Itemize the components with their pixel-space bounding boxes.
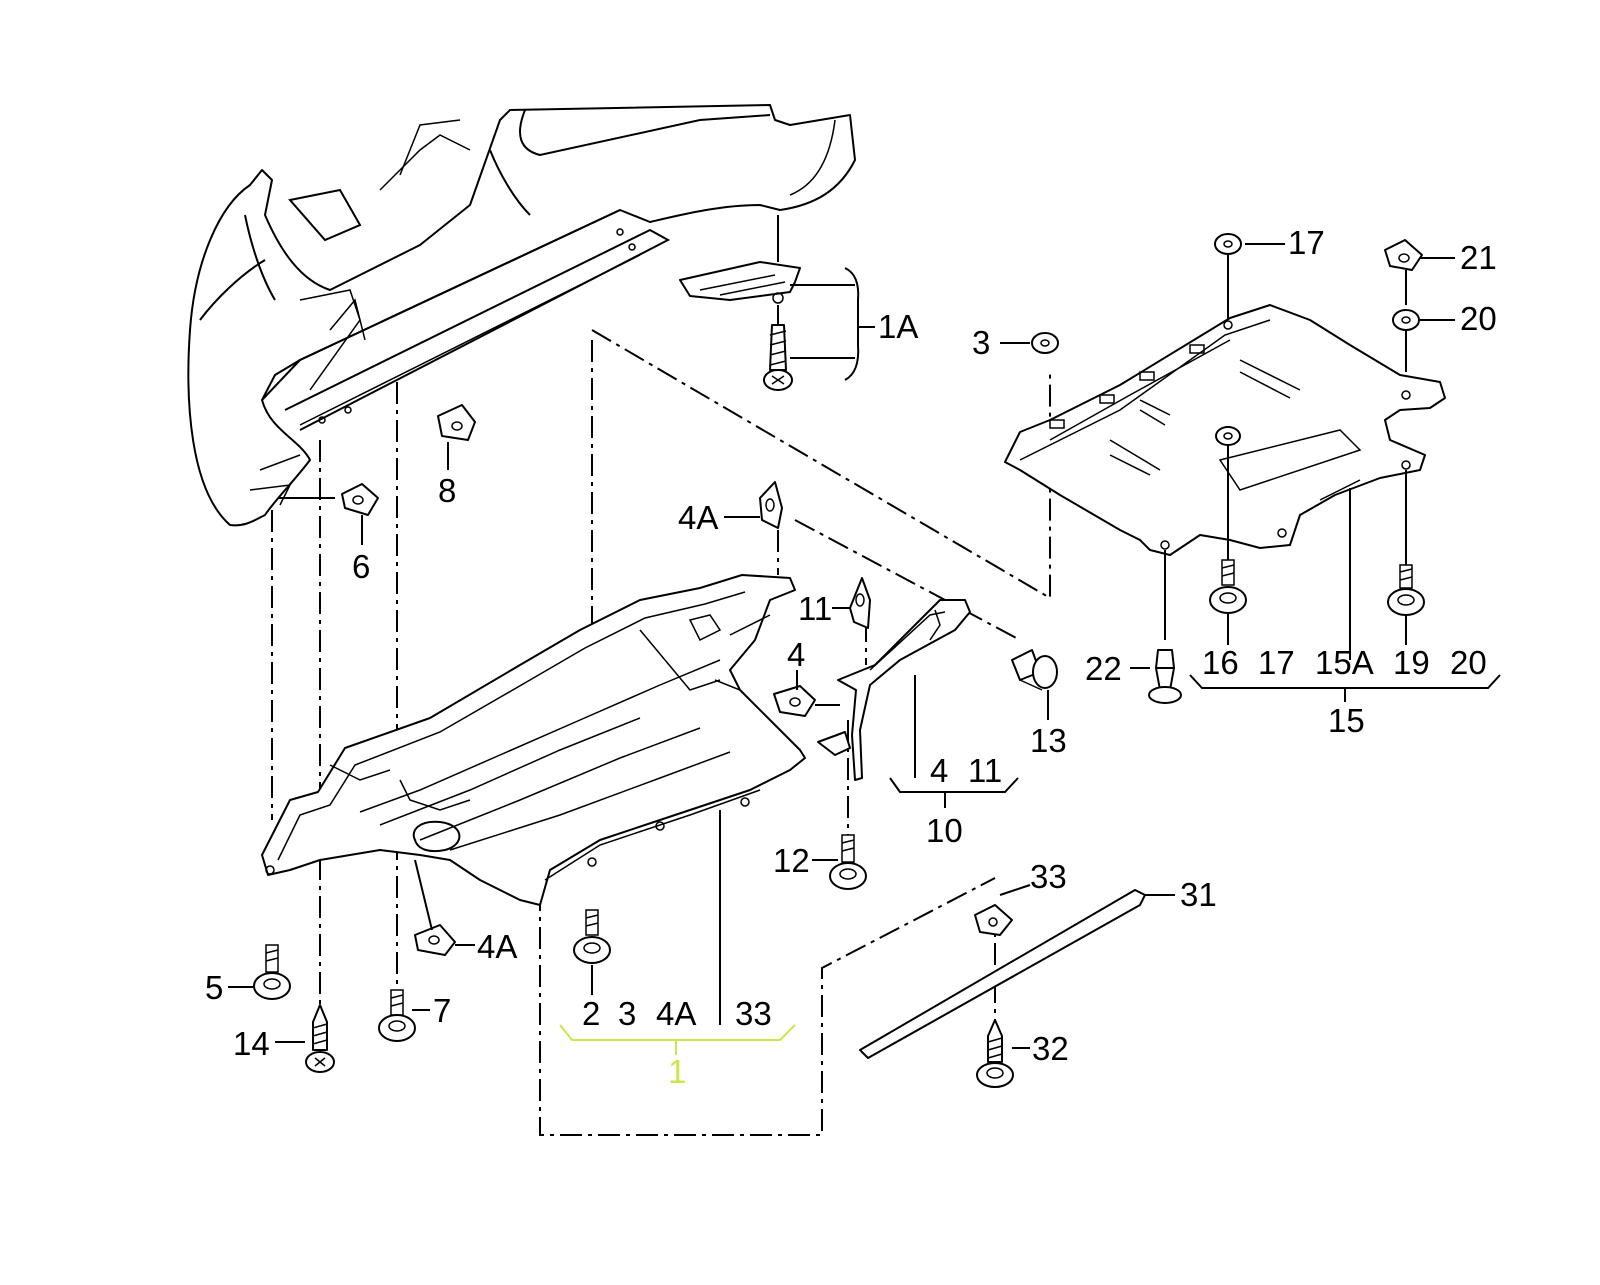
group-15-item: 20 (1450, 644, 1487, 681)
clip-13 (1011, 649, 1058, 691)
group-1-item: 3 (618, 995, 636, 1032)
callout-8: 8 (438, 472, 456, 509)
clip-nut-33 (974, 904, 1013, 936)
bolt-12 (829, 834, 867, 890)
callout-1a: 1A (878, 308, 918, 345)
bracket-1a-leader (790, 267, 875, 381)
group-15-label: 15 (1328, 702, 1365, 739)
part-1a-screw (763, 324, 793, 391)
group-1-label: 1 (668, 1053, 686, 1090)
screw-14 (305, 1004, 335, 1073)
group-1-item: 2 (582, 995, 600, 1032)
front-bumper-drawing (187, 104, 856, 527)
callout-4a-top: 4A (678, 499, 718, 536)
group-10-bracket (889, 777, 1019, 808)
group-15-bracket (1189, 674, 1501, 702)
clip-nut-4a-top (759, 481, 783, 529)
bolt-2 (573, 909, 611, 995)
part-31-seal-strip (859, 889, 1146, 1059)
clip-nut-8 (437, 404, 476, 441)
group-1-item: 4A (656, 995, 696, 1032)
group-15-item: 15A (1315, 644, 1374, 681)
clip-nut-4a-low (414, 924, 456, 956)
callout-11: 11 (798, 590, 832, 627)
callout-32: 32 (1032, 1030, 1069, 1067)
rivet-22 (1148, 649, 1182, 704)
main-undertray (261, 574, 806, 906)
group-10-label: 10 (926, 812, 963, 849)
bolt-19 (1387, 564, 1425, 616)
bolt-16 (1209, 559, 1247, 614)
part-1a-bracket (679, 215, 801, 325)
washer-3 (1031, 332, 1059, 354)
callout-14: 14 (233, 1025, 270, 1062)
callout-3: 3 (972, 324, 990, 361)
group-10-item: 4 (930, 752, 948, 789)
callout-6: 6 (352, 548, 370, 585)
callout-20: 20 (1460, 300, 1497, 337)
assembly-lines (271, 329, 1051, 1136)
group-15-item: 19 (1393, 644, 1430, 681)
washer-20 (1392, 309, 1420, 331)
callout-22: 22 (1085, 650, 1122, 687)
callout-4: 4 (787, 636, 805, 673)
callout-21: 21 (1460, 239, 1497, 276)
callout-12: 12 (773, 842, 810, 879)
group-1-bracket (559, 1024, 796, 1055)
callout-31: 31 (1180, 876, 1217, 913)
callout-13: 13 (1030, 722, 1067, 759)
clip-nut-4 (773, 685, 816, 717)
group-15-item: 16 (1202, 644, 1239, 681)
group-10-item: 11 (968, 752, 1002, 789)
callout-leaders (228, 243, 1455, 1049)
washer-17b (1215, 426, 1241, 446)
clip-nut-11 (849, 577, 871, 629)
callout-5: 5 (205, 969, 223, 1006)
screw-32 (976, 1019, 1014, 1088)
clip-nut-21 (1384, 239, 1423, 271)
clip-nut-6 (341, 483, 379, 516)
part-10-bracket (817, 599, 971, 781)
bolt-5 (253, 944, 291, 1000)
callout-4a-low: 4A (477, 928, 517, 965)
callout-17: 17 (1288, 224, 1325, 261)
callout-7: 7 (433, 992, 451, 1029)
bolt-7 (378, 989, 416, 1042)
group-1-item: 33 (735, 995, 772, 1032)
group-15-item: 17 (1258, 644, 1295, 681)
washer-17 (1214, 233, 1242, 255)
callout-33-top: 33 (1030, 858, 1067, 895)
